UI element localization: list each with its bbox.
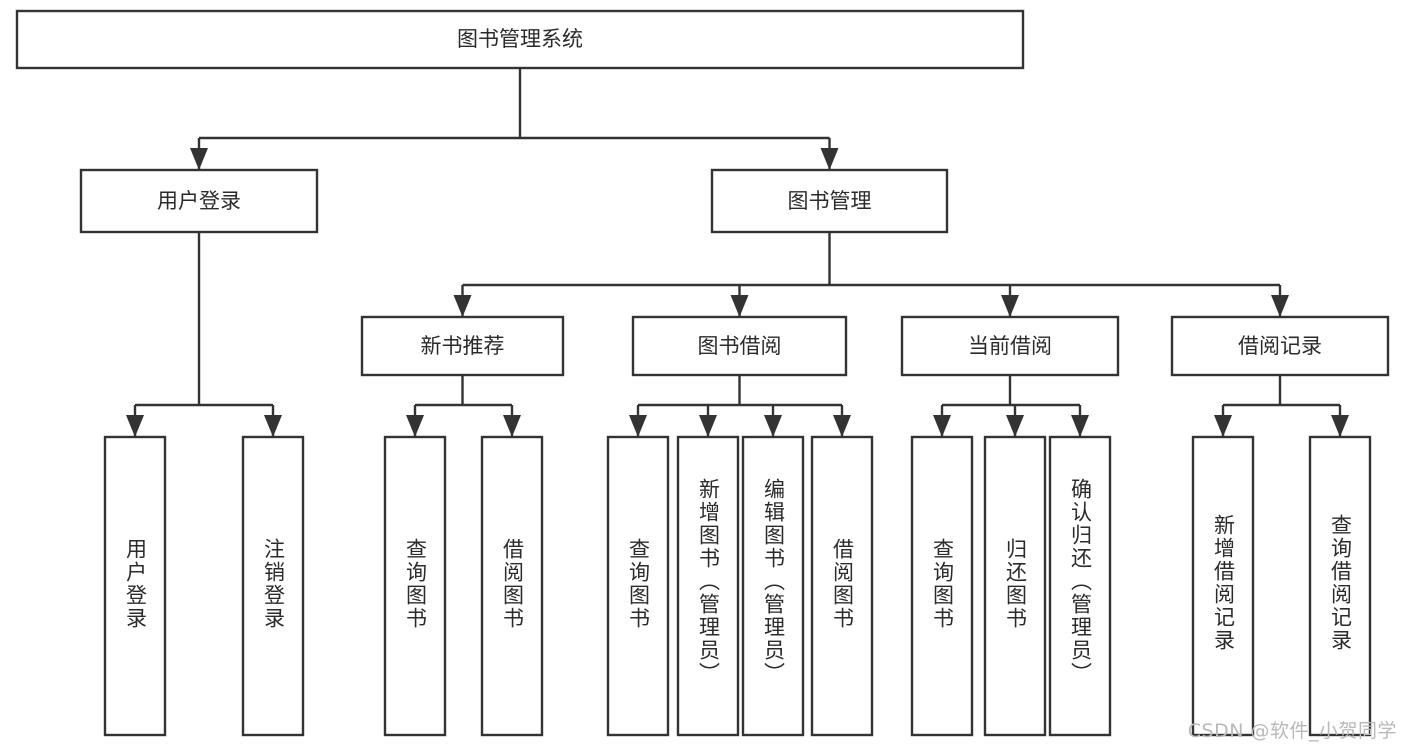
node-box-leaf-bb-lend xyxy=(810,435,874,737)
arrow-head-icon-leaf-bb-query xyxy=(629,415,647,437)
node-box-leaf-cb-query xyxy=(910,435,974,737)
arrow-head-icon-bookmgmt xyxy=(820,148,839,170)
node-box-root xyxy=(15,9,1025,70)
node-box-login xyxy=(79,168,319,234)
arrow-head-icon-newbook xyxy=(453,295,472,317)
arrow-head-icon-leaf-nb-borrow xyxy=(503,415,521,437)
node-box-leaf-logout xyxy=(241,435,305,737)
node-box-borrowbook xyxy=(631,315,848,377)
arrow-head-icon-leaf-nb-query xyxy=(406,415,424,437)
node-box-leaf-nb-query xyxy=(383,435,447,737)
arrow-head-icon-leaf-cb-ret xyxy=(1006,415,1024,437)
arrow-head-icon-leaf-cb-query xyxy=(933,415,951,437)
arrow-head-icon-leaf-bb-lend xyxy=(833,415,851,437)
arrow-head-icon-curborrow xyxy=(1001,295,1019,317)
node-box-leaf-login xyxy=(103,435,167,737)
arrow-head-icon-leaf-bl-add xyxy=(1214,415,1232,437)
node-box-leaf-cb-ret xyxy=(983,435,1047,737)
node-box-leaf-nb-borrow xyxy=(480,435,544,737)
watermark-text: CSDN @软件_小贺同学 xyxy=(1187,720,1397,742)
arrow-head-icon-borrowbook xyxy=(730,295,749,317)
node-box-leaf-bb-query xyxy=(606,435,670,737)
node-box-leaf-bl-query xyxy=(1308,435,1372,737)
node-boxes xyxy=(15,9,1390,737)
node-box-leaf-bb-edit xyxy=(741,435,805,737)
arrow-head-icon-leaf-login xyxy=(126,415,144,437)
node-box-curborrow xyxy=(900,315,1120,377)
node-box-newbook xyxy=(360,315,565,377)
node-box-leaf-bl-add xyxy=(1191,435,1255,737)
arrow-head-icon-login xyxy=(190,148,208,170)
arrow-head-icon-leaf-bb-edit xyxy=(764,415,782,437)
arrow-head-icon-borrowlog xyxy=(1271,295,1289,317)
arrow-head-icon-leaf-bl-query xyxy=(1331,415,1349,437)
arrow-head-icon-leaf-logout xyxy=(264,415,282,437)
connector-lines xyxy=(126,68,1349,437)
node-box-bookmgmt xyxy=(710,168,949,234)
node-box-leaf-cb-conf xyxy=(1048,435,1112,737)
node-box-leaf-bb-add xyxy=(676,435,740,737)
arrow-head-icon-leaf-cb-conf xyxy=(1071,415,1089,437)
node-box-borrowlog xyxy=(1170,315,1390,377)
arrow-head-icon-leaf-bb-add xyxy=(699,415,717,437)
